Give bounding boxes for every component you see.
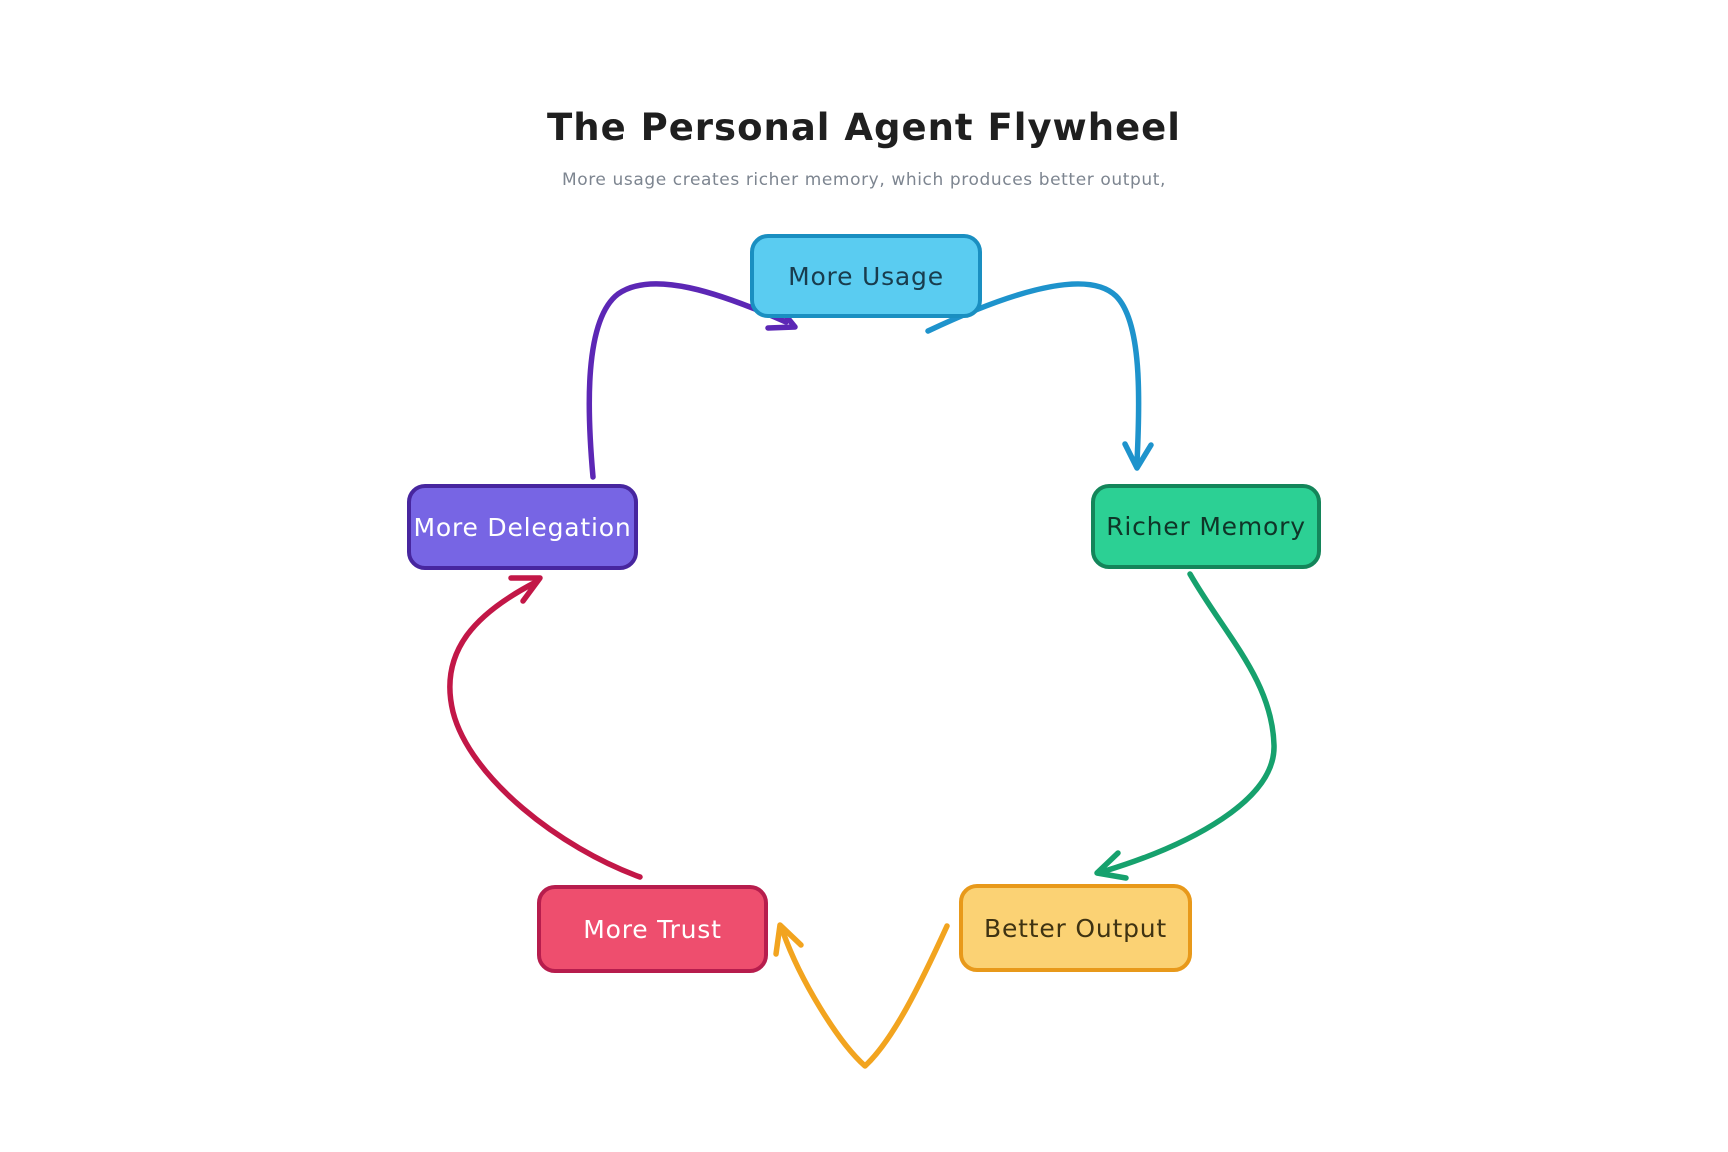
edge-better-output-to-more-trust: [773, 922, 950, 1069]
node-better-output-label: Better Output: [984, 913, 1167, 943]
arrowhead-icon: [1094, 850, 1129, 881]
node-more-trust-label: More Trust: [583, 914, 722, 944]
arrowhead-icon: [773, 922, 804, 957]
edge-curve: [925, 281, 1142, 465]
node-better-output: Better Output: [959, 884, 1192, 972]
node-more-delegation-label: More Delegation: [413, 512, 632, 542]
edge-richer-memory-to-better-output: [1094, 571, 1277, 881]
node-more-delegation: More Delegation: [407, 484, 638, 570]
arrowhead-icon: [508, 575, 543, 604]
edge-curve: [447, 579, 643, 880]
edge-curve: [586, 281, 789, 480]
node-richer-memory: Richer Memory: [1091, 484, 1321, 569]
edge-curve: [780, 923, 950, 1069]
edge-more-trust-to-more-delegation: [447, 575, 643, 880]
node-richer-memory-label: Richer Memory: [1106, 512, 1306, 541]
node-more-usage: More Usage: [750, 234, 982, 318]
arrowhead-icon: [1122, 441, 1154, 471]
diagram-title: The Personal Agent Flywheel: [547, 106, 1181, 149]
edge-curve: [1102, 571, 1277, 874]
node-more-usage-label: More Usage: [788, 261, 944, 291]
diagram-subtitle: More usage creates richer memory, which …: [561, 170, 1167, 190]
node-more-trust: More Trust: [537, 885, 768, 973]
edge-more-usage-to-richer-memory: [925, 281, 1154, 471]
